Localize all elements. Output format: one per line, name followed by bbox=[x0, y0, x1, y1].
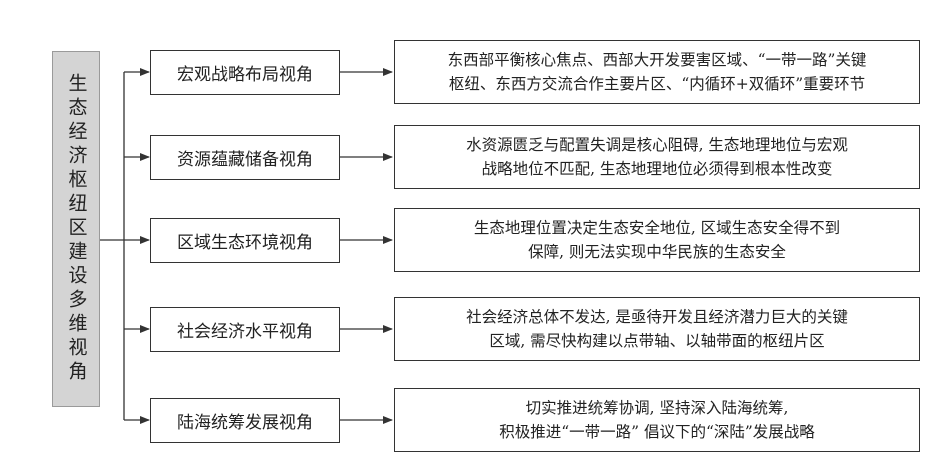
detail-line: 切实推进统筹协调, 坚持深入陆海统筹, bbox=[525, 399, 789, 417]
perspective-label: 宏观战略布局视角 bbox=[177, 65, 313, 85]
detail-node-socio-economic: 社会经济总体不发达, 是亟待开发且经济潜力巨大的关键 区域, 需尽快构建以点带轴… bbox=[394, 297, 920, 361]
detail-line: 枢纽、东西方交流合作主要片区、“内循环+双循环”重要环节 bbox=[448, 75, 866, 93]
detail-line: 保障, 则无法实现中华民族的生态安全 bbox=[528, 243, 786, 261]
detail-line: 积极推进“一带一路” 倡议下的“深陆”发展战略 bbox=[499, 423, 815, 441]
detail-line: 生态地理位置决定生态安全地位, 区域生态安全得不到 bbox=[473, 219, 841, 237]
root-node: 生态经济枢纽区建设多维视角 bbox=[52, 51, 100, 407]
detail-line: 战略地位不匹配, 生态地理地位必须得到根本性改变 bbox=[481, 160, 833, 178]
perspective-label: 陆海统筹发展视角 bbox=[177, 413, 313, 433]
detail-line: 水资源匮乏与配置失调是核心阻碍, 生态地理地位与宏观 bbox=[466, 136, 848, 154]
perspective-node-macro-strategy: 宏观战略布局视角 bbox=[150, 50, 340, 95]
root-label: 生态经济枢纽区建设多维视角 bbox=[65, 73, 88, 385]
perspective-label: 资源蕴藏储备视角 bbox=[177, 150, 313, 170]
detail-node-resource-reserve: 水资源匮乏与配置失调是核心阻碍, 生态地理地位与宏观 战略地位不匹配, 生态地理… bbox=[394, 125, 920, 189]
perspective-node-resource-reserve: 资源蕴藏储备视角 bbox=[150, 135, 340, 180]
perspective-node-socio-economic: 社会经济水平视角 bbox=[150, 307, 340, 352]
detail-line: 社会经济总体不发达, 是亟待开发且经济潜力巨大的关键 bbox=[466, 308, 848, 326]
perspective-node-land-sea: 陆海统筹发展视角 bbox=[150, 398, 340, 443]
detail-node-regional-ecology: 生态地理位置决定生态安全地位, 区域生态安全得不到 保障, 则无法实现中华民族的… bbox=[394, 208, 920, 272]
detail-line: 东西部平衡核心焦点、西部大开发要害区域、“一带一路”关键 bbox=[447, 51, 867, 69]
perspective-label: 社会经济水平视角 bbox=[177, 322, 313, 342]
detail-node-macro-strategy: 东西部平衡核心焦点、西部大开发要害区域、“一带一路”关键 枢纽、东西方交流合作主… bbox=[394, 40, 920, 104]
detail-line: 区域, 需尽快构建以点带轴、以轴带面的枢纽片区 bbox=[489, 332, 825, 350]
detail-node-land-sea: 切实推进统筹协调, 坚持深入陆海统筹, 积极推进“一带一路” 倡议下的“深陆”发… bbox=[394, 388, 920, 452]
perspective-label: 区域生态环境视角 bbox=[177, 233, 313, 253]
perspective-node-regional-ecology: 区域生态环境视角 bbox=[150, 218, 340, 263]
